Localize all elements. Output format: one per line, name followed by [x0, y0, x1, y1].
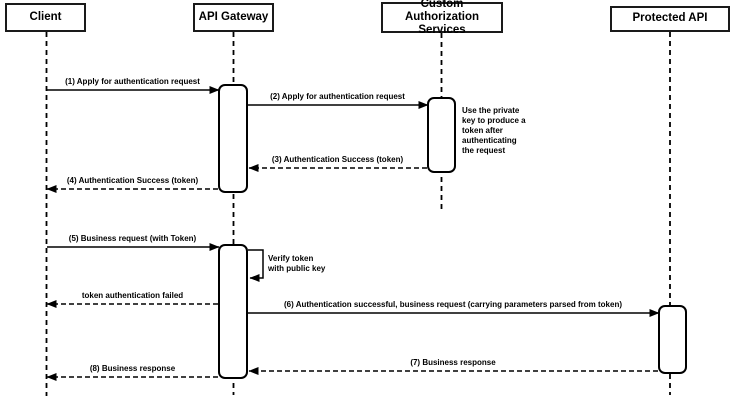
message-5-label: (5) Business request (with Token)	[68, 234, 197, 243]
message-8-label: (8) Business response	[89, 364, 176, 373]
activation-bar-protected-api	[658, 305, 687, 374]
activation-bar-gateway-business	[218, 244, 248, 379]
message-2-label: (2) Apply for authentication request	[270, 92, 405, 101]
self-message-verify-token-arrow	[248, 249, 264, 282]
self-message-verify-token-label: Verify token with public key	[268, 254, 326, 273]
message-6-label: (6) Authentication successful, business …	[283, 300, 623, 309]
message-7-label: (7) Business response	[410, 358, 496, 367]
activation-bar-gateway-auth	[218, 84, 248, 193]
actor-label-api-gateway: API Gateway	[198, 10, 269, 23]
message-3-label: (3) Authentication Success (token)	[271, 155, 404, 164]
activation-bar-custom-authorization	[427, 97, 456, 173]
actor-label-client: Client	[29, 10, 62, 23]
actor-box-client: Client	[5, 3, 86, 32]
message-1-label: (1) Apply for authentication request	[65, 77, 200, 86]
message-failed-label: token authentication failed	[81, 291, 184, 300]
message-4-label: (4) Authentication Success (token)	[66, 176, 199, 185]
actor-box-protected-api: Protected API	[610, 6, 730, 32]
actor-label-custom-authorization: Custom Authorization Services	[404, 0, 480, 37]
actor-box-custom-authorization: Custom Authorization Services	[381, 0, 503, 36]
actor-label-protected-api: Protected API	[632, 12, 708, 25]
actor-box-api-gateway: API Gateway	[193, 3, 274, 32]
note-private-key-text: Use the private key to produce a token a…	[462, 106, 526, 155]
